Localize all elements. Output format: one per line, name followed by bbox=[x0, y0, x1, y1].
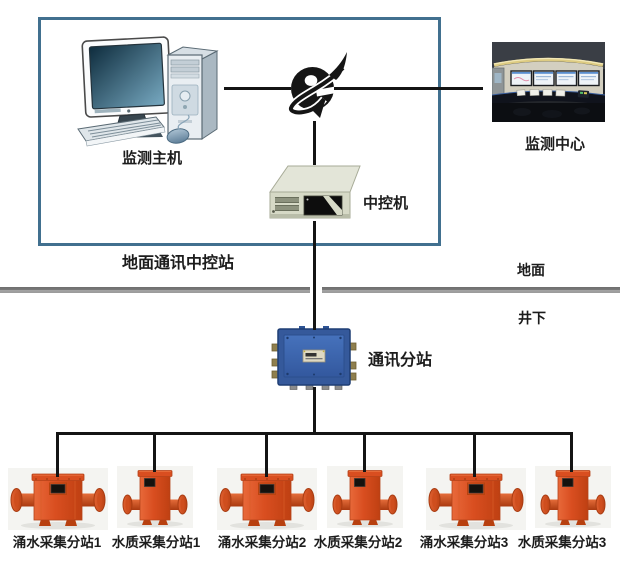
line-internet-to-server bbox=[313, 121, 316, 165]
drop-line-5 bbox=[473, 432, 476, 477]
host-label: 监测主机 bbox=[121, 150, 183, 167]
line-internet-to-center bbox=[334, 87, 483, 90]
underground-label: 井下 bbox=[518, 310, 546, 326]
station-label-2: 水质采集分站1 bbox=[111, 535, 201, 550]
surface-station-box bbox=[38, 17, 441, 246]
drop-line-4 bbox=[363, 432, 366, 472]
internet-icon bbox=[287, 52, 347, 118]
control-machine-illustration bbox=[269, 165, 361, 219]
station-label-6: 水质采集分站3 bbox=[517, 535, 607, 550]
station-device-5 bbox=[426, 468, 526, 530]
line-host-to-internet bbox=[224, 87, 291, 90]
monitor-center-label: 监测中心 bbox=[524, 136, 586, 153]
station-label-1: 涌水采集分站1 bbox=[12, 535, 102, 550]
drop-line-6 bbox=[570, 432, 573, 472]
station-device-3 bbox=[217, 468, 317, 530]
station-label-3: 涌水采集分站2 bbox=[217, 535, 307, 550]
drop-line-2 bbox=[153, 432, 156, 472]
station-device-1 bbox=[8, 468, 108, 530]
station-label-4: 水质采集分站2 bbox=[313, 535, 403, 550]
comm-substation-illustration bbox=[271, 326, 357, 390]
line-substation-to-bus bbox=[313, 387, 316, 435]
comm-substation-label: 通讯分站 bbox=[368, 352, 433, 369]
bus-line bbox=[56, 432, 573, 435]
station-device-2 bbox=[117, 466, 193, 528]
station-device-4 bbox=[327, 466, 403, 528]
station-device-6 bbox=[535, 466, 611, 528]
surface-divider-left bbox=[0, 287, 310, 293]
line-server-to-substation bbox=[313, 221, 316, 330]
monitoring-host-computer-illustration bbox=[77, 36, 219, 147]
surface-label: 地面 bbox=[517, 262, 545, 278]
station-label-5: 涌水采集分站3 bbox=[419, 535, 509, 550]
monitoring-center-photo bbox=[492, 42, 605, 122]
control-machine-label: 中控机 bbox=[363, 195, 409, 212]
surface-station-label: 地面通讯中控站 bbox=[121, 255, 235, 272]
drop-line-1 bbox=[56, 432, 59, 477]
drop-line-3 bbox=[265, 432, 268, 477]
surface-divider-right bbox=[322, 287, 620, 293]
